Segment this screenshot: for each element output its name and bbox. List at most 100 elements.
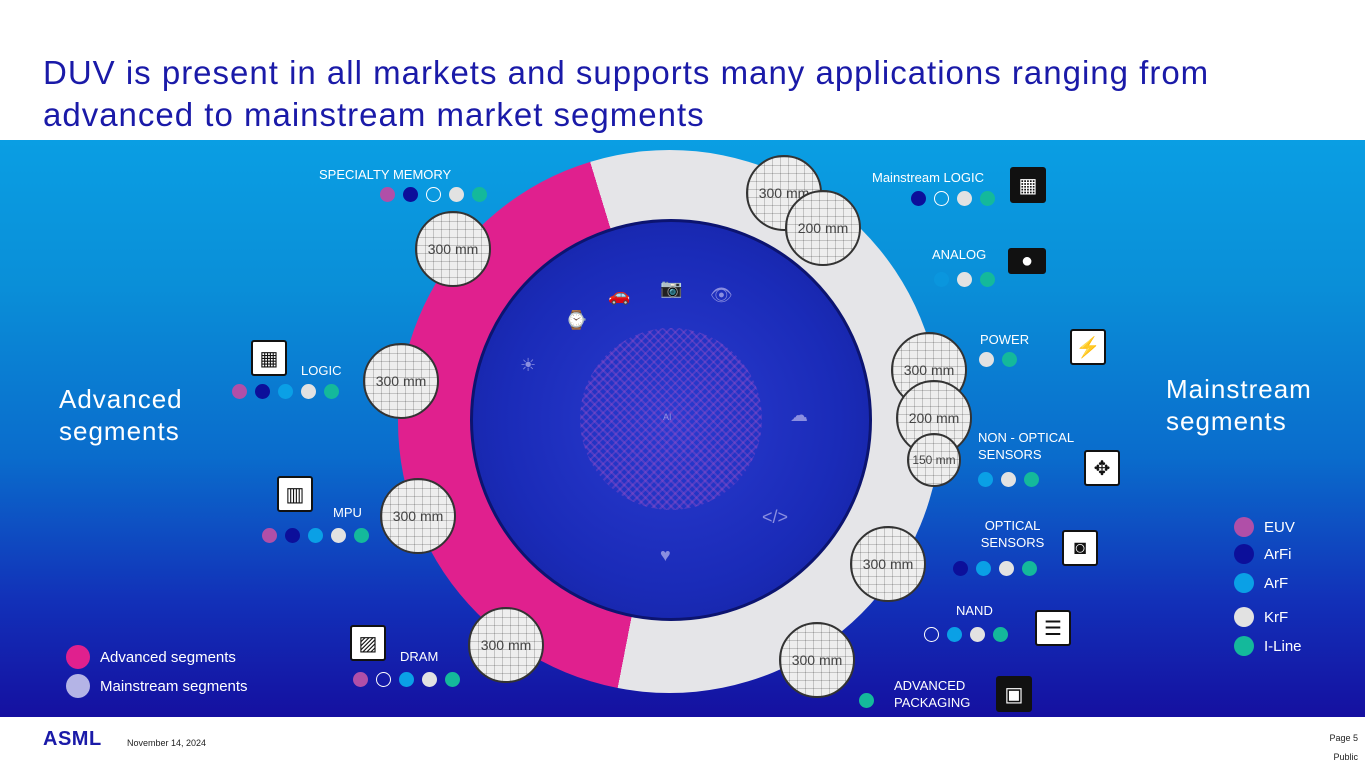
legend-label: Advanced segments: [100, 648, 236, 666]
asml-logo: ASML: [43, 728, 102, 750]
wafer-300mm: 300 mm: [380, 478, 456, 554]
segment-dram: DRAM: [400, 649, 439, 664]
krf-dot: [957, 191, 972, 206]
legend-label: Mainstream segments: [100, 677, 248, 695]
legend-label: ArFi: [1264, 545, 1292, 563]
dram-chip-icon: ▨: [350, 625, 386, 661]
arf-dot: [399, 672, 414, 687]
arf-dot: [934, 272, 949, 287]
iline-dot: [980, 191, 995, 206]
cloud-icon: ☁: [790, 405, 808, 425]
arf-dot: [978, 472, 993, 487]
legend-mainstream-segments: Mainstream segments: [66, 674, 248, 698]
advanced-swatch: [66, 645, 90, 669]
iline-dot: [445, 672, 460, 687]
legend-arf: ArF: [1234, 573, 1288, 593]
iline-dot: [980, 272, 995, 287]
legend-euv: EUV: [1234, 517, 1295, 537]
iline-dot: [993, 627, 1008, 642]
euv-swatch: [1234, 517, 1254, 537]
krf-dot: [979, 352, 994, 367]
arfi-dot: [285, 528, 300, 543]
legend-label: EUV: [1264, 518, 1295, 536]
krf-dot: [957, 272, 972, 287]
wafer-150mm: 150 mm: [907, 433, 961, 487]
power-bolt-icon: ⚡: [1070, 329, 1106, 365]
technology-dots: [859, 693, 874, 708]
krf-swatch: [1234, 607, 1254, 627]
technology-dots: [232, 384, 339, 399]
krf-dot: [449, 187, 464, 202]
nand-chip-icon: ☰: [1035, 610, 1071, 646]
legend-krf: KrF: [1234, 607, 1288, 627]
wafer-300mm: 300 mm: [363, 343, 439, 419]
solar-icon: ☀: [520, 355, 537, 375]
krf-dot: [422, 672, 437, 687]
segment-non-optical-sensors: NON - OPTICAL SENSORS: [978, 430, 1074, 462]
technology-dots: [262, 528, 369, 543]
arfi-dot: [911, 191, 926, 206]
iline-dot: [354, 528, 369, 543]
mpu-chip-icon: ▥: [277, 476, 313, 512]
technology-dots: [911, 191, 995, 206]
slide-title: DUV is present in all markets and suppor…: [43, 54, 1210, 133]
classification: Public: [1333, 752, 1358, 762]
euv-dot: [232, 384, 247, 399]
krf-dot: [999, 561, 1014, 576]
arfi-empty-dot: [376, 672, 391, 687]
ai-node-label: AI: [663, 412, 672, 422]
segment-optical-sensors: OPTICAL SENSORS: [980, 518, 1045, 550]
wafer-300mm: 300 mm: [850, 526, 926, 602]
technology-dots: [380, 187, 487, 202]
segment-nand: NAND: [956, 603, 993, 618]
sensor-arrows-icon: ✥: [1084, 450, 1120, 486]
legend-advanced-segments: Advanced segments: [66, 645, 236, 669]
iline-dot: [324, 384, 339, 399]
mainstream-swatch: [66, 674, 90, 698]
krf-dot: [970, 627, 985, 642]
legend-arfi: ArFi: [1234, 544, 1292, 564]
code-icon: </>: [762, 507, 789, 527]
legend-label: ArF: [1264, 574, 1289, 592]
euv-dot: [262, 528, 277, 543]
wafer-200mm: 200 mm: [896, 380, 972, 456]
euv-dot: [353, 672, 368, 687]
logic-chip-icon: ▦: [251, 340, 287, 376]
optical-sensor-icon: ◙: [1062, 530, 1098, 566]
segment-logic: LOGIC: [301, 363, 342, 378]
krf-dot: [1001, 472, 1016, 487]
arf-dot: [278, 384, 293, 399]
legend-iline: I-Line: [1234, 636, 1302, 656]
technology-dots: [934, 272, 995, 287]
mainstream-segments-heading: Mainstream segments: [1166, 374, 1312, 436]
heart-icon: ♥: [660, 545, 671, 565]
technology-dots: [979, 352, 1017, 367]
technology-dots: [924, 627, 1008, 642]
arfi-dot: [953, 561, 968, 576]
eye-icon: 👁: [710, 285, 733, 305]
wafer-300mm: 300 mm: [468, 607, 544, 683]
date: November 14, 2024: [127, 738, 207, 748]
wafer-200mm: 200 mm: [785, 190, 861, 266]
arfi-dot: [403, 187, 418, 202]
advanced-packaging-icon: ▣: [996, 676, 1032, 712]
technology-dots: [953, 561, 1037, 576]
krf-dot: [301, 384, 316, 399]
wafer-300mm: 300 mm: [415, 211, 491, 287]
iline-swatch: [1234, 636, 1254, 656]
segment-mainstream-logic: Mainstream LOGIC: [872, 170, 984, 185]
arf-empty-dot: [426, 187, 441, 202]
iline-dot: [472, 187, 487, 202]
euv-dot: [380, 187, 395, 202]
applications-circle: [470, 219, 872, 621]
segment-analog: ANALOG: [932, 247, 987, 262]
ai-network-globe: [580, 328, 762, 510]
technology-dots: [353, 672, 460, 687]
page-number: Page 5: [1329, 733, 1358, 743]
iline-dot: [1024, 472, 1039, 487]
watch-icon: ⌚: [565, 310, 588, 330]
arf-dot: [308, 528, 323, 543]
technology-dots: [978, 472, 1039, 487]
advanced-segments-heading: Advanced segments: [59, 384, 183, 446]
arfi-dot: [255, 384, 270, 399]
